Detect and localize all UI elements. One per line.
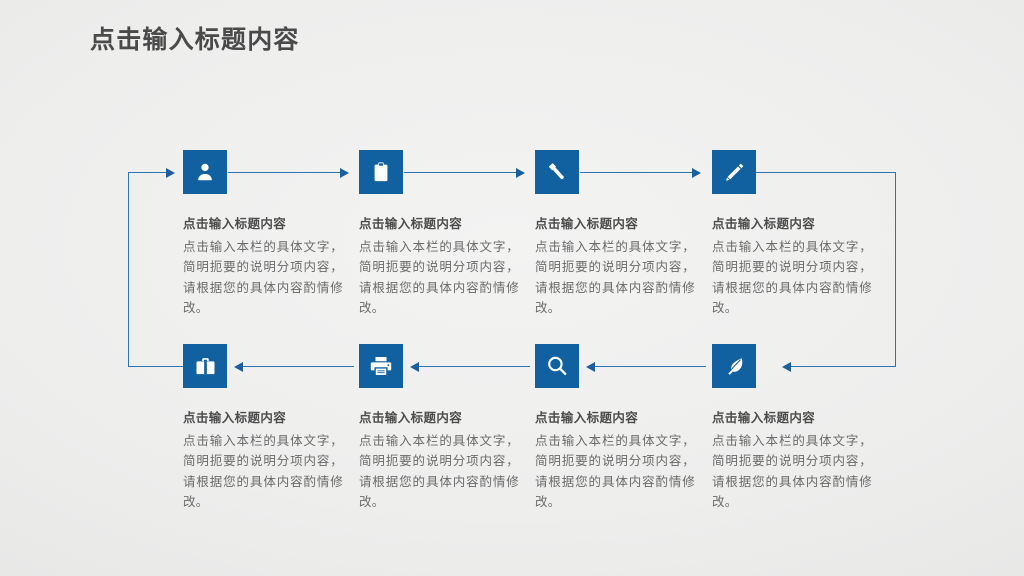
feather-icon-box[interactable] — [712, 344, 756, 388]
node-title: 点击输入标题内容 — [183, 216, 287, 231]
search-icon — [548, 356, 567, 375]
search-icon-box[interactable] — [535, 344, 579, 388]
flashlight-icon-box[interactable] — [535, 150, 579, 194]
flow-node-6[interactable]: 点击输入标题内容 点击输入本栏的具体文字，简明扼要的说明分项内容，请根据您的具体… — [359, 344, 525, 512]
node-body: 点击输入本栏的具体文字，简明扼要的说明分项内容，请根据您的具体内容酌情修改。 — [359, 239, 519, 315]
connector-node3-node4 — [580, 172, 694, 174]
node-body: 点击输入本栏的具体文字，简明扼要的说明分项内容，请根据您的具体内容酌情修改。 — [183, 433, 343, 509]
node-title: 点击输入标题内容 — [535, 410, 639, 425]
connector-node8-node7 — [594, 366, 706, 368]
connector-right-bottom — [790, 366, 896, 368]
arrow-node7-node6-icon — [410, 362, 419, 372]
connector-right-top — [756, 172, 896, 174]
arrow-node3-node4-icon — [692, 168, 701, 178]
arrow-into-node-1-icon — [166, 168, 175, 178]
arrow-node6-node5-icon — [234, 362, 243, 372]
connector-left-bottom — [128, 366, 183, 368]
connector-right-vertical — [895, 172, 897, 366]
feather-icon — [727, 357, 742, 375]
node-title: 点击输入标题内容 — [712, 410, 816, 425]
connector-left-top — [128, 172, 168, 174]
node-body: 点击输入本栏的具体文字，简明扼要的说明分项内容，请根据您的具体内容酌情修改。 — [712, 239, 872, 315]
node-title: 点击输入标题内容 — [535, 216, 639, 231]
connector-node1-node2 — [228, 172, 342, 174]
arrow-node8-node7-icon — [586, 362, 595, 372]
person-icon — [198, 163, 212, 181]
briefcase-icon — [195, 357, 215, 374]
clipboard-icon — [374, 162, 388, 182]
printer-icon — [370, 357, 392, 375]
node-body: 点击输入本栏的具体文字，简明扼要的说明分项内容，请根据您的具体内容酌情修改。 — [535, 433, 695, 509]
node-body: 点击输入本栏的具体文字，简明扼要的说明分项内容，请根据您的具体内容酌情修改。 — [535, 239, 695, 315]
pencil-icon-box[interactable] — [712, 150, 756, 194]
connector-left-vertical — [128, 172, 130, 366]
flow-node-2[interactable]: 点击输入标题内容 点击输入本栏的具体文字，简明扼要的说明分项内容，请根据您的具体… — [359, 150, 525, 318]
flow-node-5[interactable]: 点击输入标题内容 点击输入本栏的具体文字，简明扼要的说明分项内容，请根据您的具体… — [183, 344, 349, 512]
briefcase-icon-box[interactable] — [183, 344, 227, 388]
arrow-node2-node3-icon — [516, 168, 525, 178]
node-title: 点击输入标题内容 — [359, 216, 463, 231]
node-title: 点击输入标题内容 — [359, 410, 463, 425]
node-body: 点击输入本栏的具体文字，简明扼要的说明分项内容，请根据您的具体内容酌情修改。 — [183, 239, 343, 315]
connector-node2-node3 — [404, 172, 518, 174]
pencil-icon — [725, 163, 743, 181]
flow-node-4[interactable]: 点击输入标题内容 点击输入本栏的具体文字，简明扼要的说明分项内容，请根据您的具体… — [712, 150, 878, 318]
flow-node-3[interactable]: 点击输入标题内容 点击输入本栏的具体文字，简明扼要的说明分项内容，请根据您的具体… — [535, 150, 701, 318]
clipboard-icon-box[interactable] — [359, 150, 403, 194]
flashlight-icon — [548, 163, 564, 180]
node-body: 点击输入本栏的具体文字，简明扼要的说明分项内容，请根据您的具体内容酌情修改。 — [712, 433, 872, 509]
arrow-node1-node2-icon — [340, 168, 349, 178]
flow-node-7[interactable]: 点击输入标题内容 点击输入本栏的具体文字，简明扼要的说明分项内容，请根据您的具体… — [535, 344, 701, 512]
node-title: 点击输入标题内容 — [183, 410, 287, 425]
printer-icon-box[interactable] — [359, 344, 403, 388]
person-icon-box[interactable] — [183, 150, 227, 194]
arrow-into-node-8-icon — [782, 362, 791, 372]
node-body: 点击输入本栏的具体文字，简明扼要的说明分项内容，请根据您的具体内容酌情修改。 — [359, 433, 519, 509]
connector-node7-node6 — [418, 366, 530, 368]
flow-node-1[interactable]: 点击输入标题内容 点击输入本栏的具体文字，简明扼要的说明分项内容，请根据您的具体… — [183, 150, 349, 318]
connector-node6-node5 — [242, 366, 354, 368]
flow-node-8[interactable]: 点击输入标题内容 点击输入本栏的具体文字，简明扼要的说明分项内容，请根据您的具体… — [712, 344, 878, 512]
page-title: 点击输入标题内容 — [90, 25, 300, 54]
node-title: 点击输入标题内容 — [712, 216, 816, 231]
